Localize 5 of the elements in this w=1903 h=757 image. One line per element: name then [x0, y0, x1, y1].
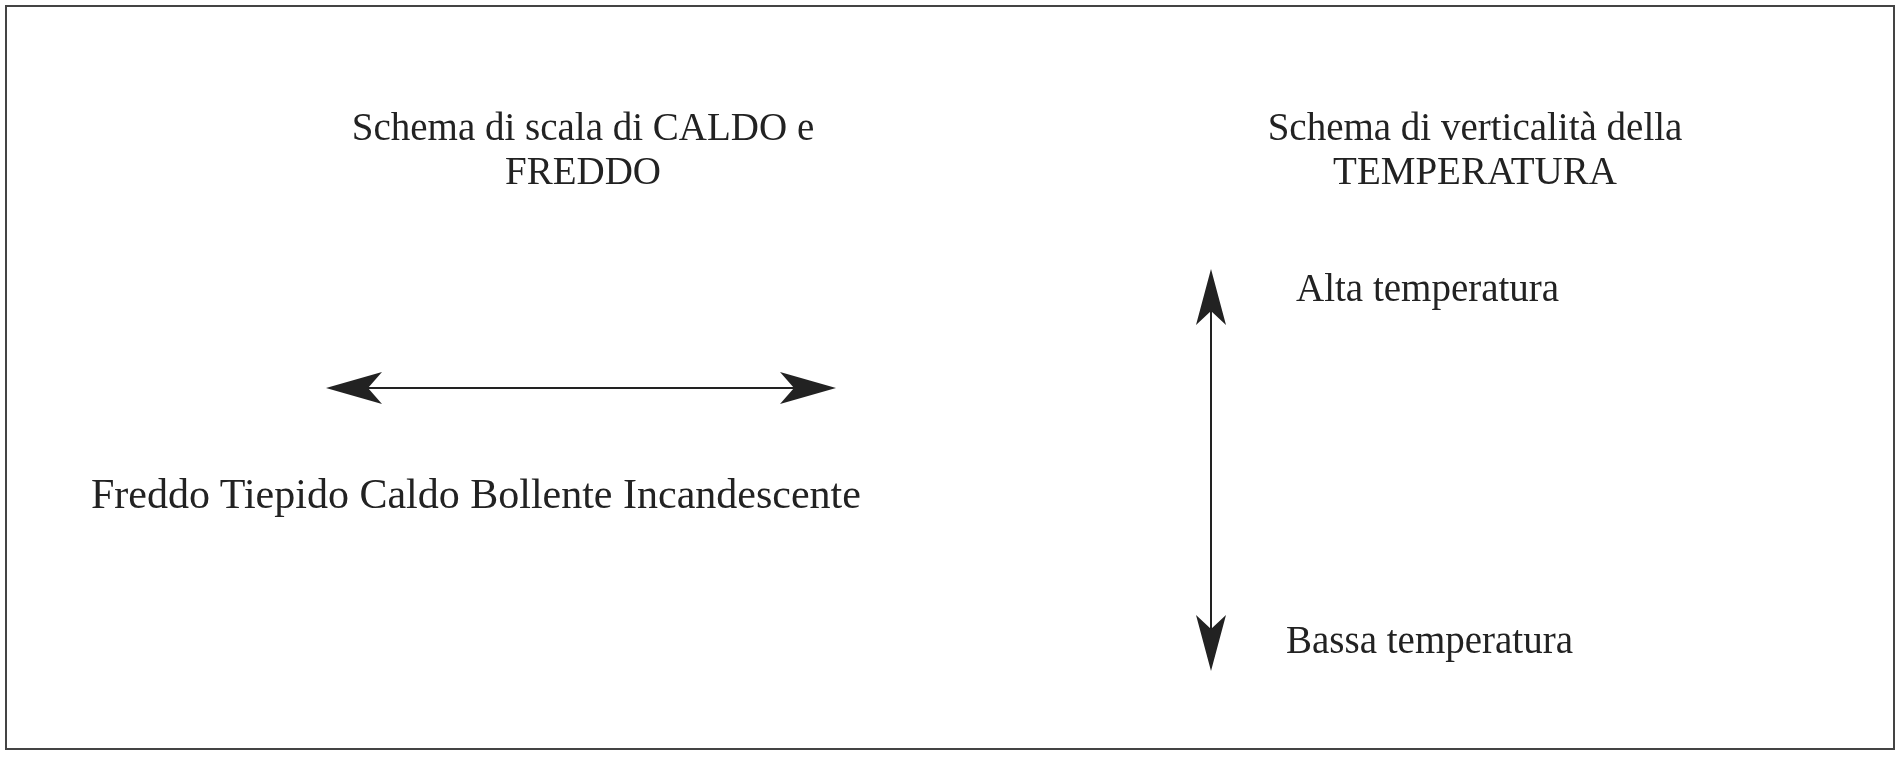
heading: Schema di scala di CALDO e FREDDO	[350, 105, 816, 193]
scale-label: Freddo Tiepido Caldo Bollente Incandescente	[91, 472, 861, 516]
heading: Schema di verticalità della TEMPERATURA	[1266, 105, 1684, 193]
scale-label: Bassa temperatura	[1286, 618, 1573, 662]
scale-label: Alta temperatura	[1296, 266, 1560, 310]
